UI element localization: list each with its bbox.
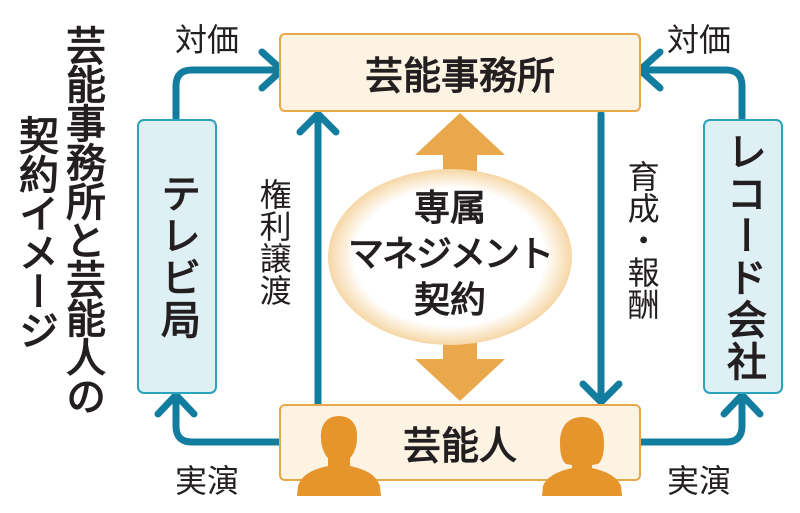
contract-ellipse: [328, 169, 572, 345]
tv-station-label: テレビ局: [154, 172, 200, 341]
arrow-talent-to-tv-head: [154, 391, 198, 418]
arrow-talent-to-tv: [172, 391, 284, 446]
tv-station-box: テレビ局: [137, 119, 217, 394]
label-record-payment: 対価: [667, 21, 732, 59]
arrow-tv-to-agency: [172, 66, 286, 122]
contract-arrow-up: [415, 113, 505, 195]
record-company-label: レコード会社: [720, 130, 766, 383]
label-tv-performance: 実演: [175, 462, 240, 500]
arrow-talent-to-record-head: [720, 391, 764, 418]
label-tv-payment: 対価: [175, 21, 240, 59]
arrow-talent-to-record: [636, 391, 746, 446]
agency-label: 芸能事務所: [364, 54, 555, 98]
label-training-pay: 育成・報酬: [622, 160, 661, 320]
title-line1: 芸能事務所と芸能人の: [59, 25, 105, 415]
agency-box: 芸能事務所: [279, 33, 641, 112]
contract-label-line3: 契約: [413, 279, 486, 321]
female-person-icon: [542, 417, 622, 496]
arrow-training-pay-head: [579, 380, 623, 406]
title-line2: 契約イメージ: [12, 115, 58, 349]
contract-label-line1: 専属: [413, 187, 486, 229]
label-rights-transfer: 権利譲渡: [254, 178, 293, 306]
contract-arrow: [415, 113, 505, 401]
contract-label: 専属 マネジメント 契約: [337, 185, 563, 323]
contract-label-line2: マネジメント: [347, 233, 554, 275]
male-person-icon: [297, 416, 381, 496]
label-record-performance: 実演: [667, 462, 732, 500]
arrow-rights-transfer-head: [296, 110, 340, 136]
arrow-record-to-agency: [636, 66, 746, 122]
record-company-box: レコード会社: [703, 119, 783, 394]
contract-arrow-down: [415, 320, 505, 401]
talent-label: 芸能人: [402, 424, 517, 468]
